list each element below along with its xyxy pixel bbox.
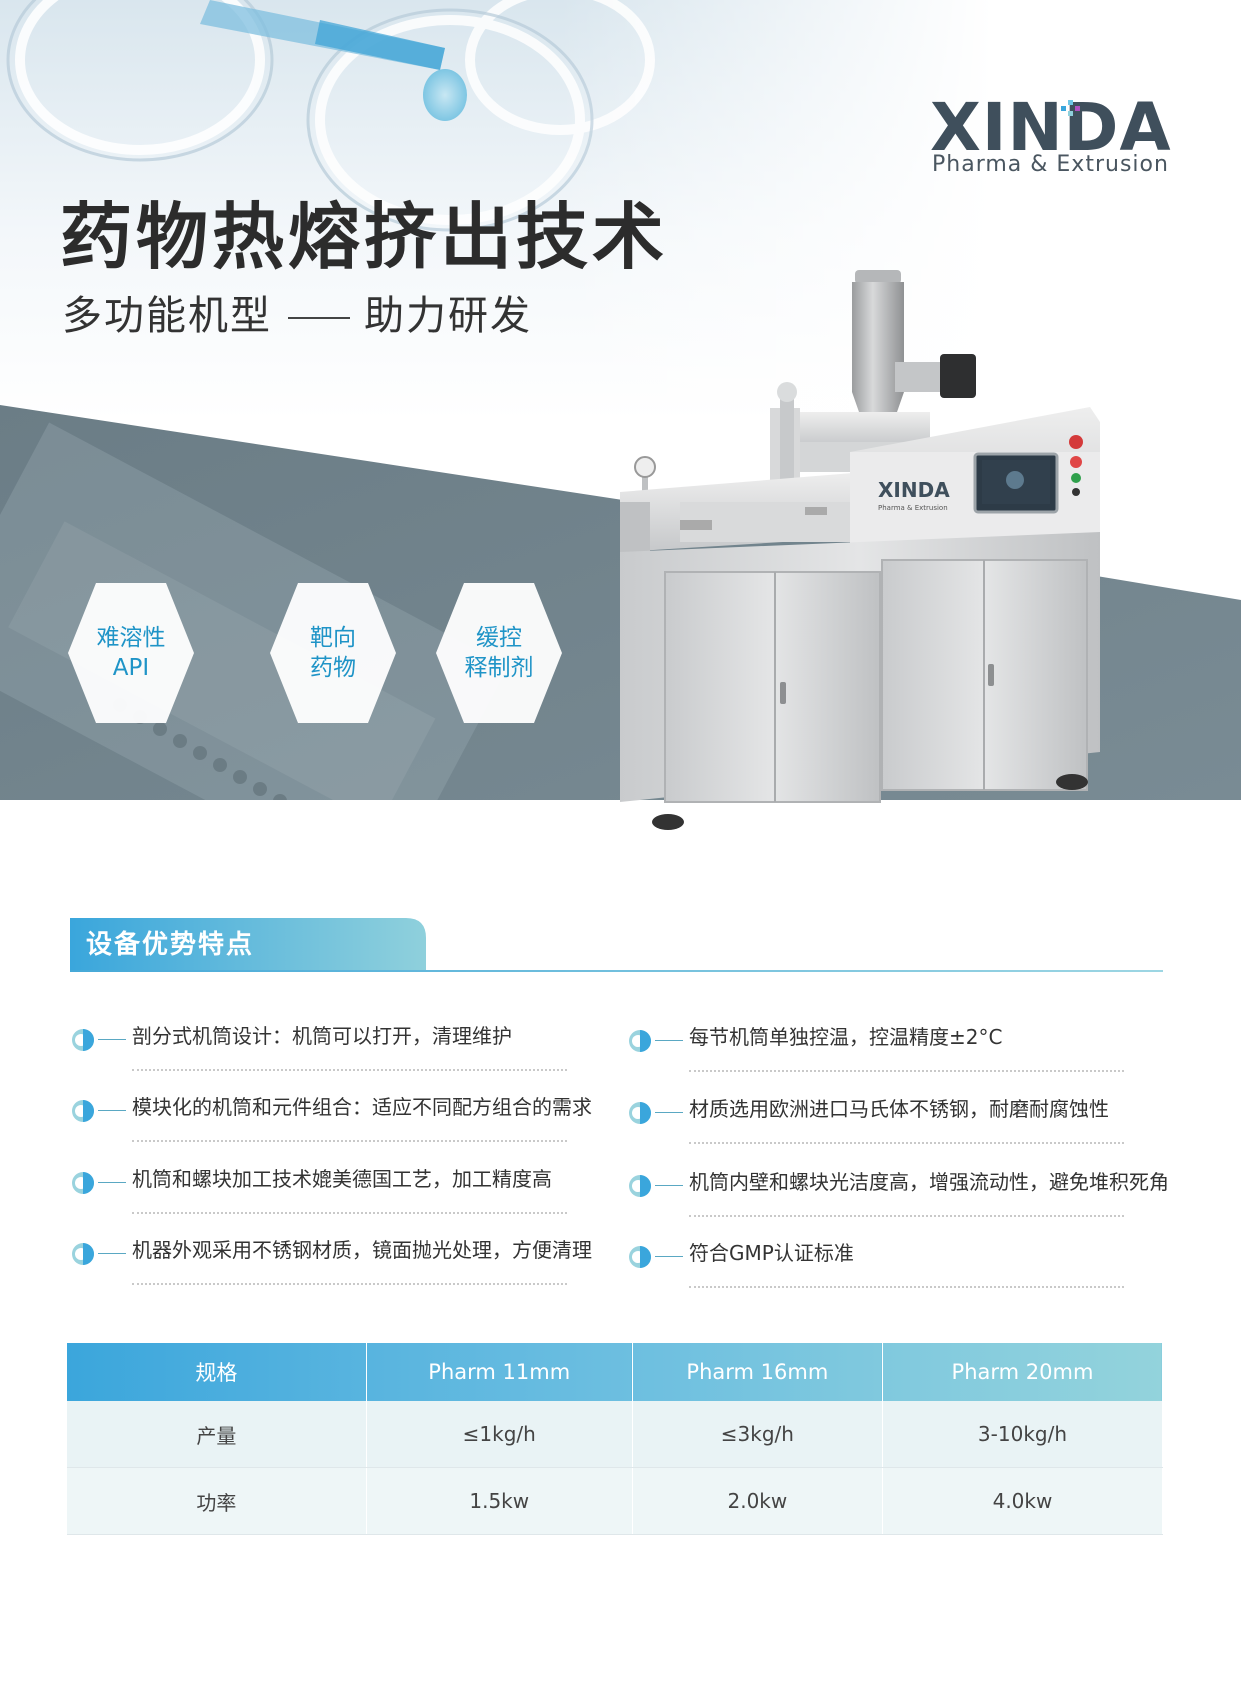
bullet-tick	[655, 1040, 683, 1041]
bullet-tick	[98, 1110, 126, 1111]
dotted-divider	[132, 1069, 567, 1071]
spec-cell: 2.0kw	[632, 1467, 883, 1535]
machine-panel-tagline: Pharma & Extrusion	[878, 504, 948, 512]
bullet-icon	[629, 1175, 651, 1197]
badge-line2: 释制剂	[464, 655, 534, 681]
features-section-header: 设备优势特点	[70, 918, 430, 970]
feature-text: 剖分式机筒设计：机筒可以打开，清理维护	[132, 1024, 512, 1048]
dotted-divider	[689, 1286, 1124, 1288]
badge-hexagon: 缓控 释制剂	[434, 578, 564, 728]
page-title: 药物热熔挤出技术	[60, 195, 669, 279]
spec-cell: 3-10kg/h	[882, 1401, 1164, 1468]
bullet-icon	[72, 1172, 94, 1194]
badge-line2: API	[112, 655, 150, 681]
features-section-title: 设备优势特点	[86, 930, 255, 960]
dotted-divider	[689, 1070, 1124, 1072]
bullet-icon	[72, 1029, 94, 1051]
feature-text: 模块化的机筒和元件组合：适应不同配方组合的需求	[132, 1095, 592, 1119]
page-subtitle: 多功能机型 助力研发	[62, 283, 532, 341]
spec-cell: 4.0kw	[882, 1467, 1164, 1535]
table-row: 产量 ≤1kg/h ≤3kg/h 3-10kg/h	[67, 1401, 1164, 1468]
bullet-tick	[98, 1253, 126, 1254]
bullet-icon	[629, 1030, 651, 1052]
subtitle-left: 多功能机型	[62, 293, 272, 339]
subtitle-dash	[288, 317, 350, 319]
spec-cell: ≤1kg/h	[366, 1401, 633, 1468]
badge-line2: 药物	[310, 655, 356, 681]
hero-background	[0, 0, 1241, 420]
dotted-divider	[132, 1212, 567, 1214]
feature-text: 机筒和螺块加工技术媲美德国工艺，加工精度高	[132, 1167, 552, 1191]
table-row: 功率 1.5kw 2.0kw 4.0kw	[67, 1467, 1164, 1535]
feature-text: 机筒内壁和螺块光洁度高，增强流动性，避免堆积死角	[689, 1170, 1169, 1194]
bullet-tick	[655, 1256, 683, 1257]
spec-row-label: 产量	[67, 1401, 367, 1468]
feature-text: 机器外观采用不锈钢材质，镜面抛光处理，方便清理	[132, 1238, 592, 1262]
badge-line1: 缓控	[476, 625, 522, 651]
logo-wordmark: XINDA	[930, 89, 1172, 166]
spec-cell: 1.5kw	[366, 1467, 633, 1535]
bullet-icon	[72, 1100, 94, 1122]
badge-line1: 靶向	[310, 625, 356, 651]
machine-panel-logo: XINDA	[878, 478, 950, 502]
spec-header-cell: 规格	[67, 1343, 367, 1401]
dotted-divider	[689, 1215, 1124, 1217]
logo-tagline: Pharma & Extrusion	[932, 152, 1169, 177]
bullet-tick	[98, 1039, 126, 1040]
spec-row-label: 功率	[67, 1467, 367, 1535]
feature-text: 材质选用欧洲进口马氏体不锈钢，耐磨耐腐蚀性	[689, 1097, 1109, 1121]
dotted-divider	[132, 1283, 567, 1285]
dotted-divider	[689, 1142, 1124, 1144]
bullet-icon	[72, 1243, 94, 1265]
spec-header-cell: Pharm 11mm	[366, 1343, 633, 1401]
spec-table-header: 规格 Pharm 11mm Pharm 16mm Pharm 20mm	[67, 1343, 1164, 1401]
section-divider	[70, 970, 1163, 972]
spec-table: 规格 Pharm 11mm Pharm 16mm Pharm 20mm 产量 ≤…	[67, 1343, 1164, 1535]
logo-pixel-dots-icon	[1061, 100, 1080, 116]
subtitle-right: 助力研发	[364, 293, 532, 339]
spec-header-cell: Pharm 16mm	[632, 1343, 883, 1401]
extruder-machine-image: XINDA Pharma & Extrusion	[620, 262, 1180, 882]
bullet-tick	[655, 1185, 683, 1186]
bullet-icon	[629, 1102, 651, 1124]
bullet-tick	[655, 1112, 683, 1113]
badge-hexagon: 靶向 药物	[268, 578, 398, 728]
badge-line1: 难溶性	[96, 625, 166, 651]
feature-text: 符合GMP认证标准	[689, 1241, 854, 1265]
brand-logo: XINDA Pharma & Extrusion	[930, 89, 1172, 187]
bullet-tick	[98, 1182, 126, 1183]
feature-text: 每节机筒单独控温，控温精度±2°C	[689, 1025, 1003, 1049]
badge-hexagon: 难溶性 API	[66, 578, 196, 728]
spec-header-cell: Pharm 20mm	[882, 1343, 1164, 1401]
spec-cell: ≤3kg/h	[632, 1401, 883, 1468]
bullet-icon	[629, 1246, 651, 1268]
dotted-divider	[132, 1140, 567, 1142]
